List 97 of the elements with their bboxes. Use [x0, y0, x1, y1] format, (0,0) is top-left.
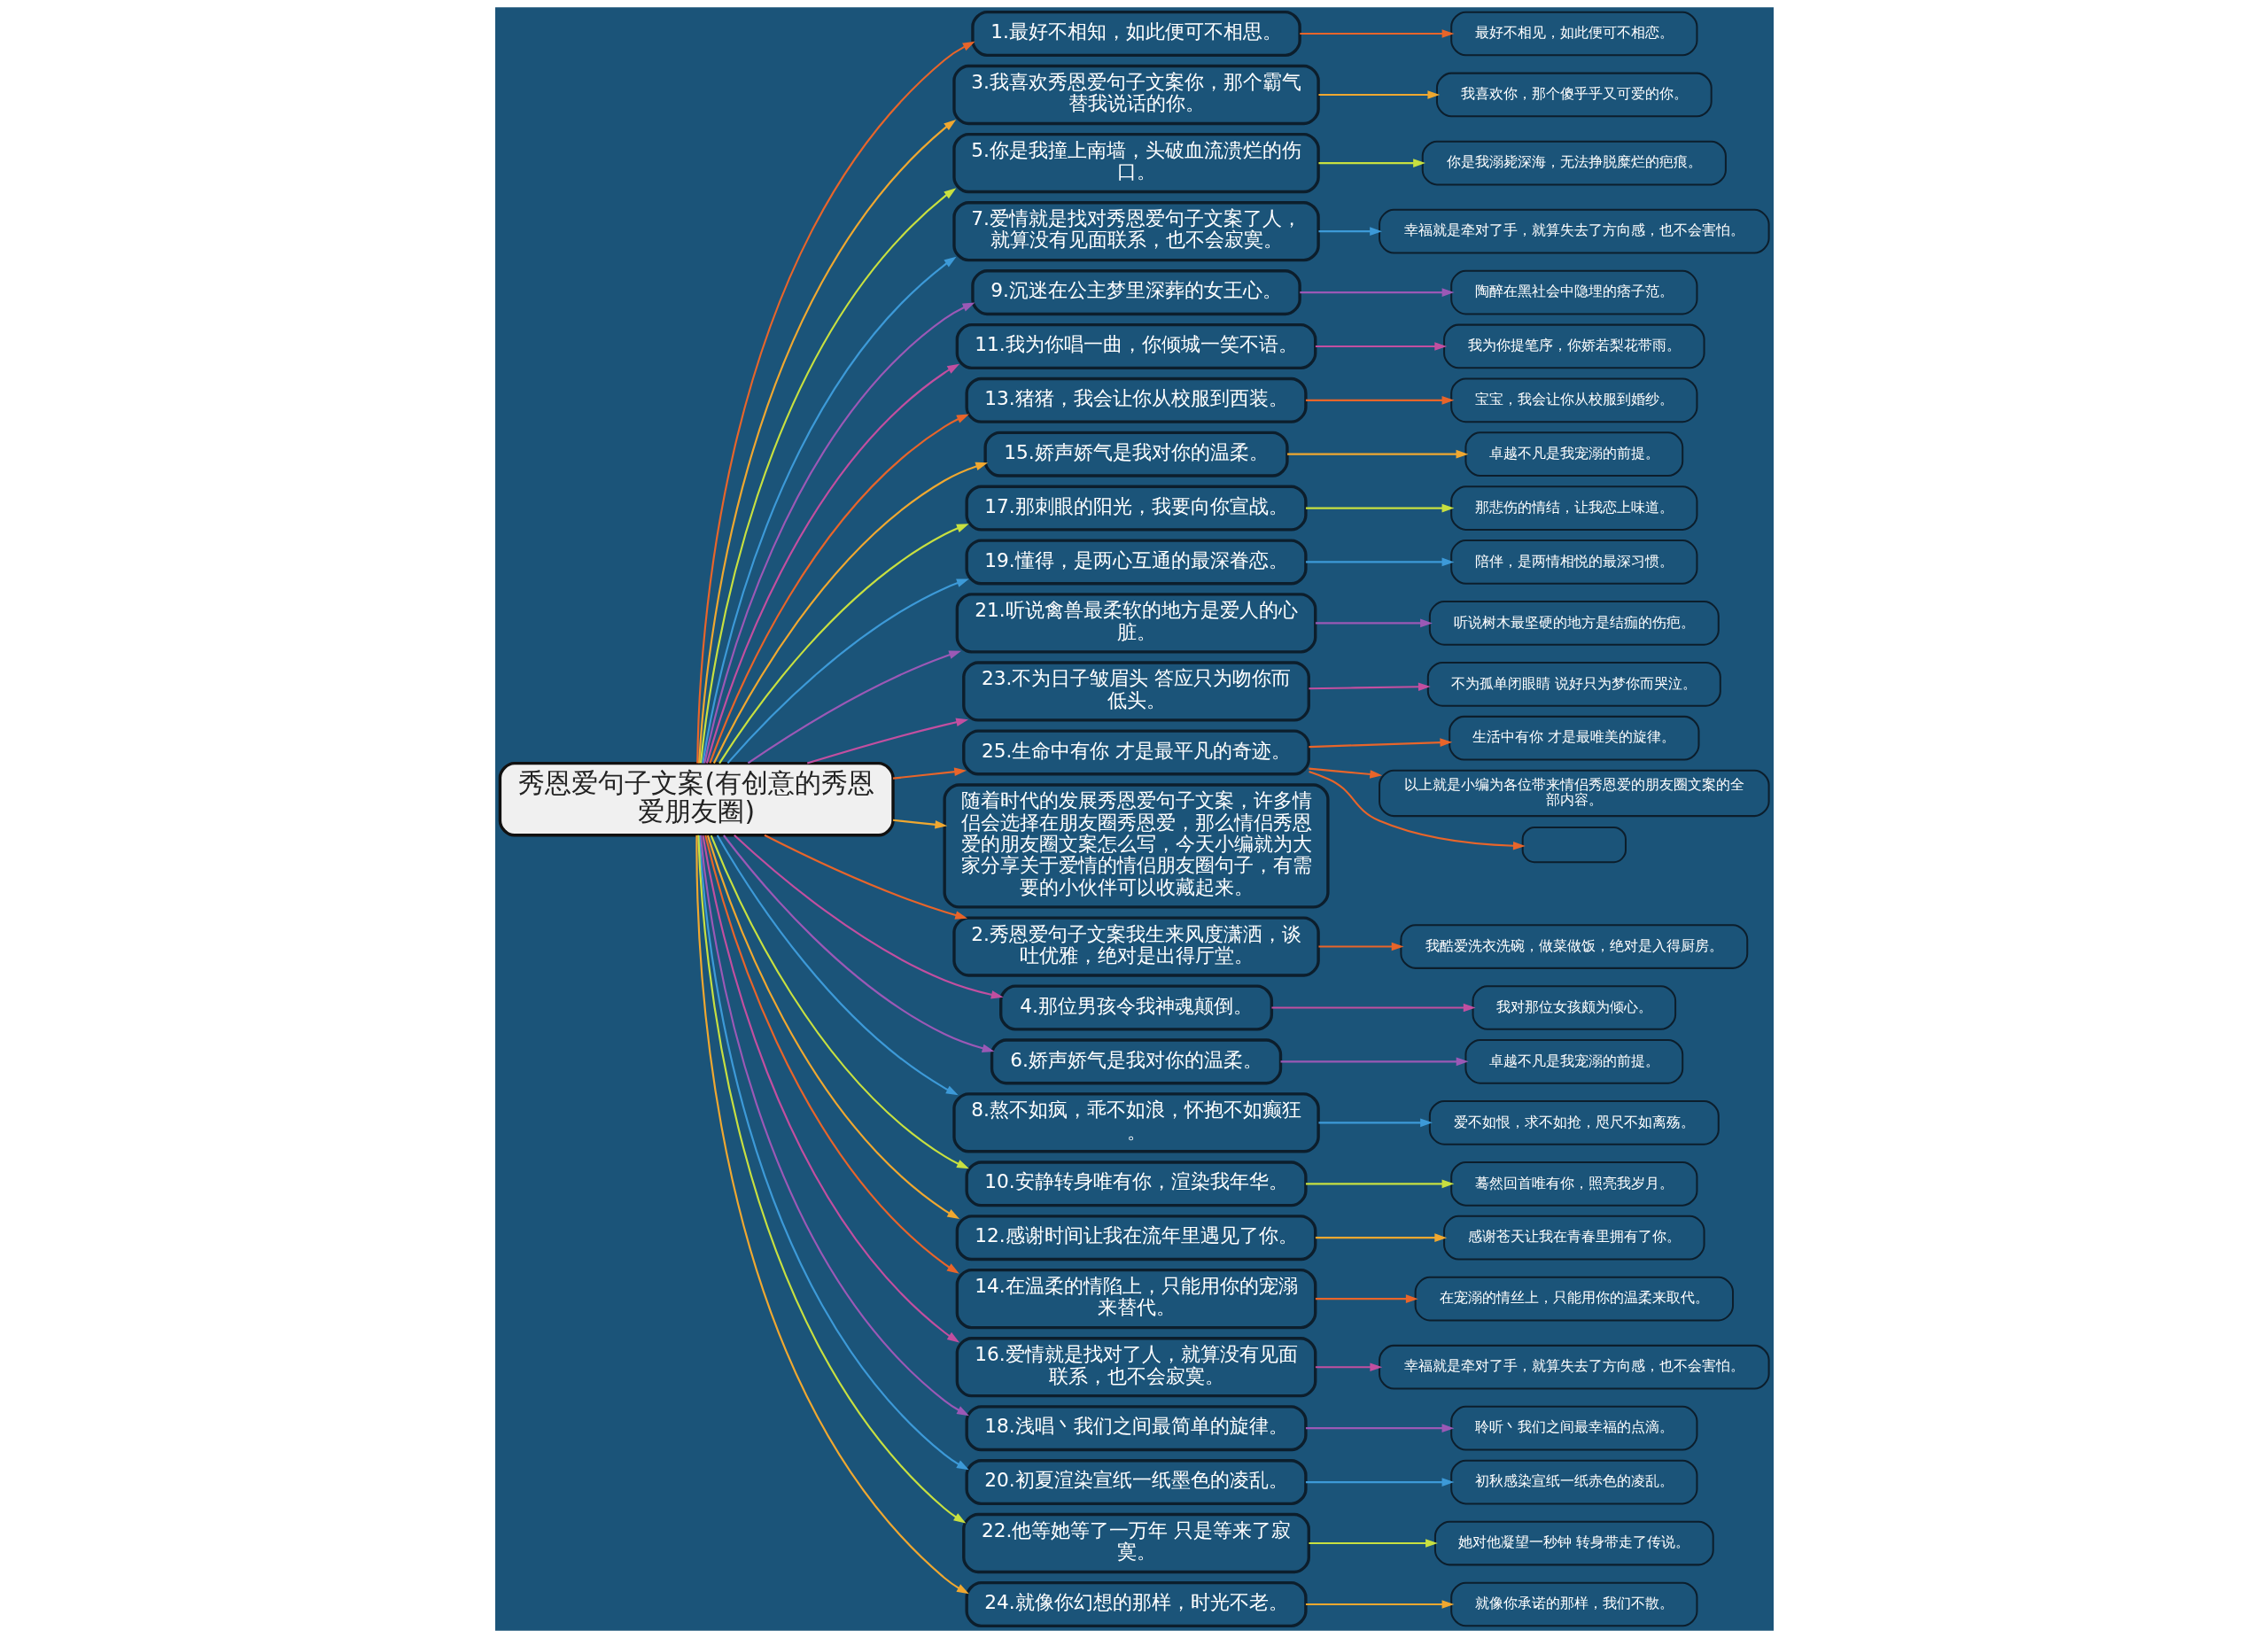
- node-box: 她对他凝望一秒钟 转身带走了传说。: [1433, 1520, 1714, 1566]
- arrow: [1308, 682, 1431, 692]
- arrow: [1317, 227, 1382, 236]
- arrow: [1305, 1424, 1454, 1433]
- arrow: [1308, 1539, 1438, 1548]
- arrow: [1270, 1003, 1476, 1013]
- node-box: 22.他等她等了一万年 只是等来了寂寞。: [961, 1512, 1310, 1574]
- arrow: [892, 819, 947, 829]
- arrow: [1315, 618, 1433, 628]
- node-box: 25.生命中有你 才是最平凡的奇迹。: [961, 729, 1310, 776]
- node-box: 4.那位男孩令我神魂颠倒。: [998, 984, 1273, 1031]
- arrow: [1308, 771, 1526, 850]
- arrow: [1315, 342, 1447, 351]
- node-box: 陶醉在黑社会中隐埋的痞子范。: [1449, 269, 1697, 315]
- node-box: 幸福就是牵对了手，就算失去了方向感，也不会害怕。: [1378, 208, 1770, 254]
- node-box: 听说树木最坚硬的地方是结痂的伤疤。: [1428, 601, 1720, 646]
- arrow: [703, 302, 975, 764]
- arrow: [764, 834, 967, 920]
- arrow: [1317, 90, 1440, 99]
- node-box: 12.感谢时间让我在流年里遇见了你。: [955, 1215, 1317, 1261]
- node-box: 21.听说禽兽最柔软的地方是爱人的心脏。: [955, 593, 1317, 654]
- node-box: 6.娇声娇气是我对你的温柔。: [990, 1038, 1282, 1085]
- node-box: 随着时代的发展秀恩爱句子文案，许多情侣会选择在朋友圈秀恩爱，那么情侣秀恩爱的朋友圈文案怎么写，今天小编就为大家分享关于爱情的情侣朋友圈句子，有需要的小伙伴可以收藏起来。: [942, 783, 1330, 909]
- arrow: [710, 835, 969, 1169]
- node-box: 不为孤单闭眼睛 说好只为梦你而哭泣。: [1426, 662, 1721, 707]
- arrow: [1280, 1057, 1469, 1067]
- node-box: 感谢苍天让我在青春里拥有了你。: [1442, 1215, 1705, 1261]
- node-box: 幸福就是牵对了手，就算失去了方向感，也不会害怕。: [1378, 1344, 1770, 1390]
- node-box: 15.娇声娇气是我对你的温柔。: [983, 431, 1289, 477]
- node-box: 我酷爱洗衣洗碗，做菜做饭，绝对是入得厨房。: [1399, 924, 1748, 969]
- node-box: 16.爱情就是找对了人，就算没有见面联系，也不会寂寞。: [955, 1337, 1317, 1398]
- node-box: 3.我喜欢秀恩爱句子文案你，那个霸气替我说话的你。: [951, 64, 1320, 126]
- node-box: 14.在温柔的情陷上，只能用你的宠溺来替代。: [955, 1269, 1317, 1330]
- arrow: [1317, 942, 1403, 951]
- arrow: [747, 650, 961, 765]
- arrow: [1305, 1478, 1454, 1487]
- arrow: [705, 363, 959, 764]
- node-box: 在宠溺的情丝上，只能用你的温柔来取代。: [1414, 1276, 1734, 1322]
- node-box: 2.秀恩爱句子文案我生来风度潇洒，谈吐优雅，绝对是出得厅堂。: [951, 916, 1320, 977]
- node-box: 我对那位女孩颇为倾心。: [1472, 985, 1676, 1030]
- arrow: [722, 835, 995, 1053]
- node-box: 你是我溺毙深海，无法挣脱糜烂的疤痕。: [1421, 140, 1727, 186]
- node-box: 宝宝，我会让你从校服到婚纱。: [1449, 377, 1697, 423]
- arrow: [695, 41, 975, 764]
- node-box: 10.安静转身唯有你，渲染我年华。: [965, 1161, 1308, 1207]
- node-box: 最好不相见，如此便可不相恋。: [1449, 11, 1697, 57]
- arrow: [1299, 288, 1454, 297]
- node-box: 初秋感染宣纸一纸赤色的凌乱。: [1449, 1459, 1697, 1505]
- arrow: [1317, 1118, 1433, 1128]
- node-box: 卓越不凡是我宠溺的前提。: [1464, 431, 1683, 477]
- node-box: 7.爱情就是找对秀恩爱句子文案了人，就算没有见面联系，也不会寂寞。: [951, 201, 1320, 262]
- node-box: 聆听丶我们之间最幸福的点滴。: [1449, 1405, 1697, 1451]
- arrow: [806, 718, 968, 765]
- arrow: [1317, 159, 1425, 167]
- arrow: [1305, 1600, 1454, 1609]
- node-box: 我喜欢你，那个傻乎乎又可爱的你。: [1435, 72, 1713, 118]
- arrow: [1315, 1294, 1418, 1303]
- arrow: [1299, 29, 1454, 38]
- node-box: 陪伴，是两情相悦的最深习惯。: [1449, 540, 1697, 585]
- node-box: 23.不为日子皱眉头 答应只为吻你而低头。: [961, 661, 1310, 722]
- node-box: 生活中有你 才是最唯美的旋律。: [1448, 715, 1699, 761]
- arrow: [1308, 738, 1452, 749]
- arrow: [1286, 449, 1468, 459]
- node-box: 5.你是我撞上南墙，头破血流溃烂的伤口。: [951, 132, 1320, 194]
- node-box: 19.懂得，是两心互通的最深眷恋。: [965, 539, 1308, 586]
- arrow: [718, 524, 969, 765]
- node-box: [1521, 826, 1627, 864]
- node-box: 以上就是小编为各位带来情侣秀恩爱的朋友圈文案的全部内容。: [1378, 769, 1770, 818]
- node-box: 17.那刺眼的阳光，我要向你宣战。: [965, 485, 1308, 532]
- arrow: [716, 835, 959, 1096]
- node-box: 卓越不凡是我宠溺的前提。: [1464, 1039, 1683, 1084]
- node-box: 1.最好不相知，如此便可不相思。: [970, 11, 1301, 58]
- arrow: [1308, 767, 1382, 779]
- node-box: 那悲伤的情结，让我恋上味道。: [1449, 485, 1697, 531]
- arrow: [733, 835, 1004, 999]
- arrow: [726, 578, 969, 765]
- node-box: 秀恩爱句子文案(有创意的秀恩爱朋友圈): [498, 761, 895, 837]
- node-box: 8.熬不如疯，乖不如浪，怀抱不如癫狂。: [951, 1092, 1320, 1153]
- node-box: 9.沉迷在公主梦里深葬的女王心。: [970, 269, 1301, 316]
- node-box: 爱不如恨，求不如抢，咫尺不如离殇。: [1428, 1099, 1720, 1145]
- arrow: [1315, 1362, 1382, 1372]
- node-box: 18.浅唱丶我们之间最简单的旋律。: [965, 1405, 1308, 1452]
- arrow: [1305, 396, 1454, 405]
- arrow: [712, 462, 988, 764]
- arrow: [892, 767, 967, 780]
- node-box: 就像你承诺的那样，我们不散。: [1449, 1581, 1697, 1627]
- arrow: [1305, 1179, 1454, 1189]
- node-box: 蓦然回首唯有你，照亮我岁月。: [1449, 1161, 1697, 1207]
- arrow: [708, 414, 969, 764]
- node-box: 13.猪猪，我会让你从校服到西装。: [965, 377, 1308, 423]
- node-box: 24.就像你幻想的那样，时光不老。: [965, 1580, 1308, 1627]
- arrow: [1305, 503, 1454, 513]
- arrow: [1305, 557, 1454, 567]
- node-box: 20.初夏渲染宣纸一纸墨色的凌乱。: [965, 1459, 1308, 1506]
- node-box: 11.我为你唱一曲，你倾城一笑不语。: [955, 322, 1317, 369]
- arrow: [1315, 1233, 1447, 1242]
- node-box: 我为你提笔序，你娇若梨花带雨。: [1442, 323, 1705, 369]
